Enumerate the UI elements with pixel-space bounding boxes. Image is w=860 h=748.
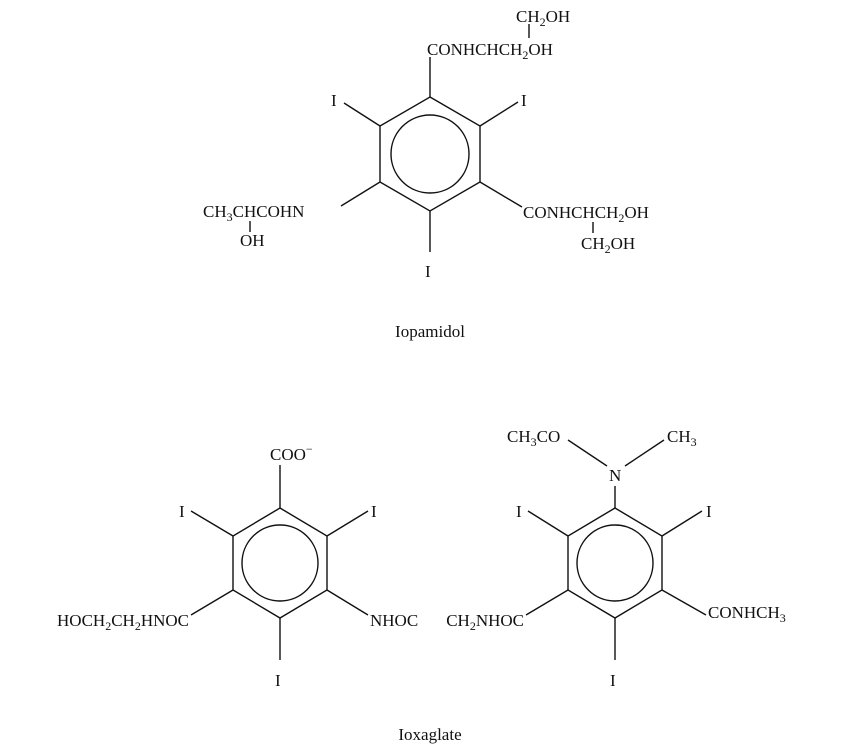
iopamidol-caption: Iopamidol	[395, 322, 465, 341]
ioxaglate-right-methylamide-right: CONHCH3	[708, 603, 786, 625]
ioxaglate-left-iodine-left: I	[179, 502, 185, 521]
ioxaglate-right-iodine-left: I	[516, 502, 522, 521]
iopamidol-left-chain-branch: OH	[240, 231, 265, 250]
iopamidol-top-chain-main: CONHCHCH2OH	[427, 40, 553, 62]
iopamidol-iodine-left: I	[331, 91, 337, 110]
ioxaglate-right-bond-n-methyl	[624, 439, 665, 467]
ioxaglate-left-bond-top-left	[190, 510, 234, 537]
ioxaglate-left-aromatic-circle	[241, 524, 319, 602]
ioxaglate-right-iodine-right: I	[706, 502, 712, 521]
iopamidol-benzene-ring	[379, 96, 481, 212]
ioxaglate-left-nhoc-group: NHOC	[370, 611, 418, 630]
ioxaglate-right-structure: N CH3CO CH3 I I I CH2NHOC CONHCH3	[446, 427, 786, 690]
ioxaglate-left-bond-top-right	[326, 510, 369, 537]
ioxaglate-left-iodine-bottom: I	[275, 671, 281, 690]
ioxaglate-right-acetyl-group: CH3CO	[507, 427, 560, 449]
iopamidol-aromatic-circle	[390, 114, 470, 194]
iopamidol-iodine-bottom: I	[425, 262, 431, 281]
ioxaglate-caption: Ioxaglate	[398, 725, 461, 744]
iopamidol-bond-top-left	[343, 102, 381, 127]
iopamidol-structure: CONHCHCH2OH CH2OH I I I CONHCHCH2OH CH2O…	[203, 7, 649, 341]
ioxaglate-left-hydroxyethyl-group: HOCH2CH2HNOC	[57, 611, 189, 633]
iopamidol-bond-bottom-right	[479, 181, 523, 208]
ioxaglate-left-carboxylate: COO−	[270, 442, 313, 464]
ioxaglate-right-bond-n-acetyl	[567, 439, 608, 467]
ioxaglate-left-structure: COO− I I I NHOC HOCH2CH2HNOC	[57, 442, 418, 690]
iopamidol-right-chain-branch: CH2OH	[581, 234, 635, 256]
iopamidol-bond-top-right	[479, 101, 519, 127]
ioxaglate-right-bond-bottom-left	[525, 589, 569, 616]
ioxaglate-left-bond-bottom-right	[326, 589, 369, 616]
ioxaglate-right-bond-top-left	[527, 510, 569, 537]
iopamidol-right-chain-main: CONHCHCH2OH	[523, 203, 649, 225]
iopamidol-bond-bottom-left	[340, 181, 381, 207]
ioxaglate-left-iodine-right: I	[371, 502, 377, 521]
iopamidol-iodine-right: I	[521, 91, 527, 110]
ioxaglate-right-nitrogen: N	[609, 466, 621, 485]
ioxaglate-right-bond-top-right	[661, 510, 703, 537]
ioxaglate-right-aromatic-circle	[576, 524, 654, 602]
iopamidol-top-chain-branch: CH2OH	[516, 7, 570, 29]
ioxaglate-right-bond-bottom-right	[661, 589, 707, 616]
ioxaglate-right-methylamide-left: CH2NHOC	[446, 611, 524, 633]
ioxaglate-right-methyl-group: CH3	[667, 427, 697, 449]
ioxaglate-left-bond-bottom-left	[190, 589, 234, 616]
ioxaglate-right-iodine-bottom: I	[610, 671, 616, 690]
iopamidol-left-chain-main: CH3CHCOHN	[203, 202, 304, 224]
